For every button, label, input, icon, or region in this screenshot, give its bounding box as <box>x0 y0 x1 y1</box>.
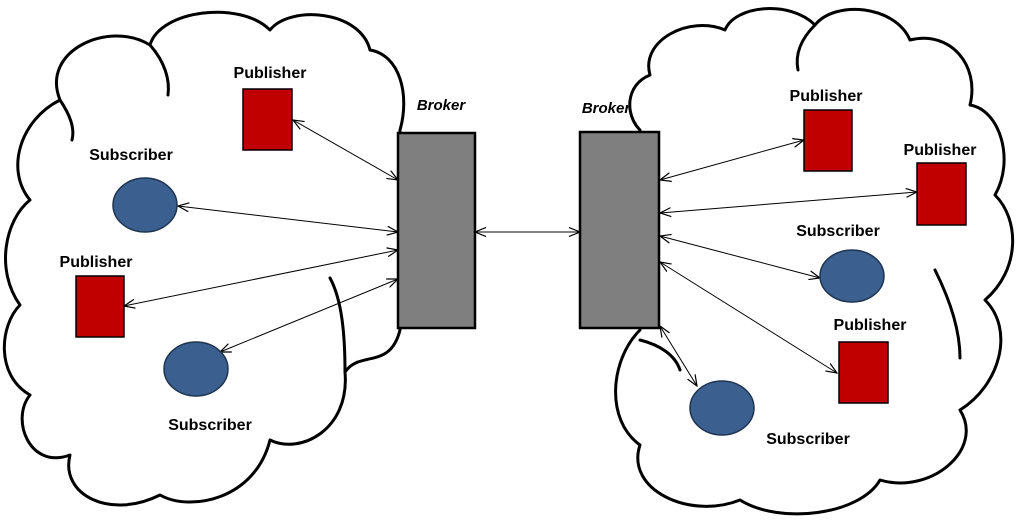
subscriber-left-top <box>112 177 178 233</box>
subscriber-left-bottom <box>163 341 229 397</box>
label-subscriber-left-top: Subscriber <box>89 147 173 164</box>
link-right-publisher-second <box>660 192 917 213</box>
link-left-subscriber-top <box>178 206 398 232</box>
label-publisher-left-bottom: Publisher <box>60 254 133 271</box>
publisher-right-top <box>803 109 853 172</box>
label-subscriber-right-bottom: Subscriber <box>766 431 850 448</box>
label-subscriber-left-bottom: Subscriber <box>168 417 252 434</box>
link-left-publisher-bottom <box>124 250 398 306</box>
label-publisher-right-second: Publisher <box>904 142 977 159</box>
label-broker-left: Broker <box>417 97 467 114</box>
label-publisher-right-top: Publisher <box>790 88 863 105</box>
broker-right <box>578 130 661 330</box>
label-subscriber-right-top: Subscriber <box>796 223 880 240</box>
publisher-left-bottom <box>75 275 125 338</box>
link-left-subscriber-bottom <box>220 279 398 352</box>
link-right-publisher-bottom <box>660 262 837 373</box>
label-broker-right: Broker <box>582 100 632 117</box>
subscriber-right-bottom <box>689 380 755 436</box>
broker-left <box>396 131 477 330</box>
link-right-subscriber-bottom <box>660 326 697 386</box>
label-publisher-left-top: Publisher <box>234 65 307 82</box>
publisher-right-bottom <box>838 341 889 404</box>
publisher-left-top <box>242 88 293 151</box>
publisher-right-second <box>916 162 967 226</box>
subscriber-right-top <box>819 249 885 303</box>
label-publisher-right-bottom: Publisher <box>834 317 907 334</box>
link-left-publisher-top <box>293 120 398 180</box>
link-right-publisher-top <box>660 140 804 180</box>
connections <box>124 120 917 386</box>
